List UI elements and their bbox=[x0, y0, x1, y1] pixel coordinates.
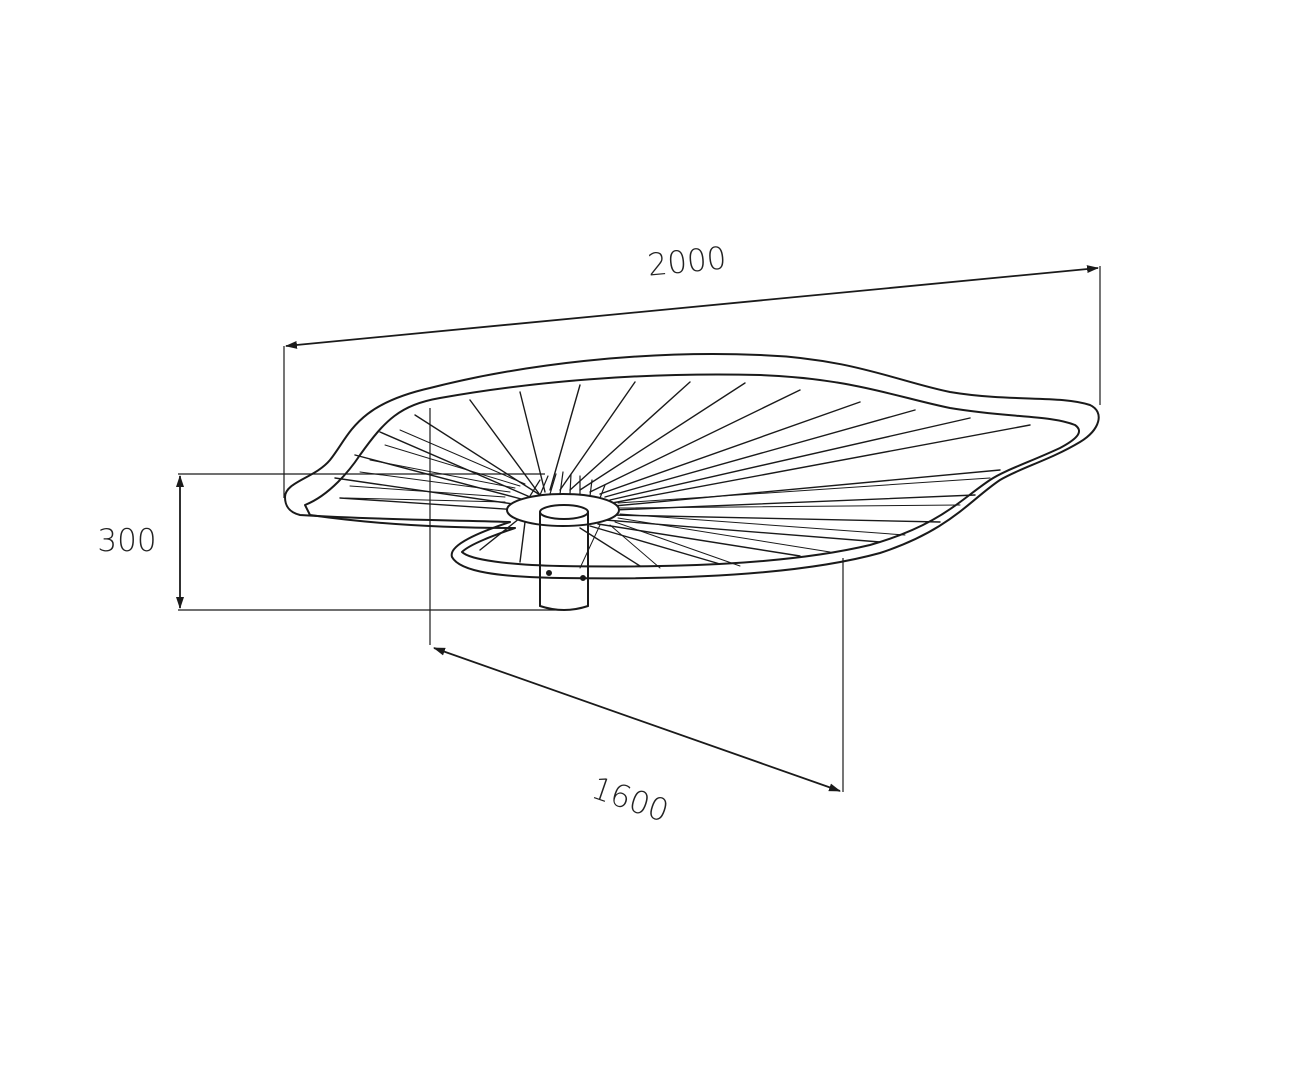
depth-dimension-line bbox=[433, 647, 841, 792]
width-dimension-line bbox=[285, 265, 1099, 349]
canopy-outer-rim bbox=[284, 353, 1100, 580]
hub-spikes bbox=[529, 471, 606, 499]
canopy-slats bbox=[344, 429, 991, 569]
height-dimension-label: 300 bbox=[97, 523, 156, 559]
leaf-canopy bbox=[284, 353, 1100, 611]
support-pole bbox=[539, 504, 589, 611]
canopy-inner-rim bbox=[304, 373, 1080, 568]
depth-dimension-label: 1600 bbox=[587, 770, 673, 830]
dimension-lines bbox=[176, 265, 1101, 792]
width-dimension-label: 2000 bbox=[646, 240, 728, 283]
canopy-ribs bbox=[334, 381, 1031, 567]
